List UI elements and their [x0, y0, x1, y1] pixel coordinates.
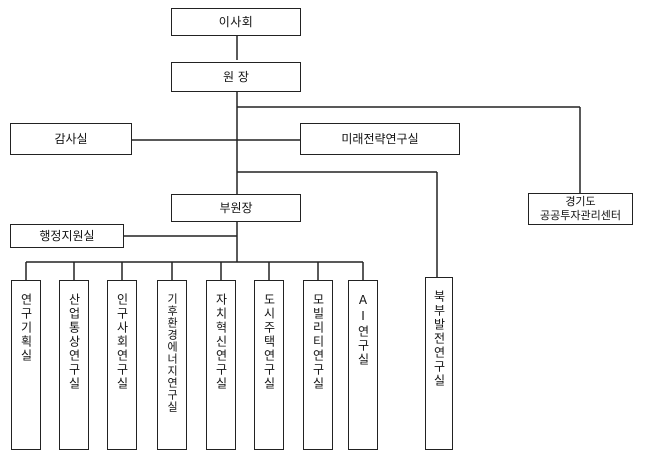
- lab-box-planning: 연구기획실: [11, 280, 41, 450]
- admin-label: 행정지원실: [39, 228, 95, 243]
- lab-label: 모빌리티연구실: [311, 293, 325, 391]
- lab-box-industry: 산업통상연구실: [59, 280, 89, 450]
- future-label: 미래전략연구실: [341, 131, 419, 146]
- lab-box-north: 북부발전연구실: [425, 277, 453, 450]
- lab-label: 인구사회연구실: [115, 293, 129, 391]
- north-label: 북부발전연구실: [432, 290, 446, 388]
- lab-label: 연구기획실: [19, 293, 33, 363]
- center-label-line1: 경기도: [565, 195, 596, 209]
- center-box: 경기도 공공투자관리센터: [528, 193, 633, 225]
- future-box: 미래전략연구실: [300, 123, 460, 155]
- president-label: 원 장: [223, 69, 249, 84]
- vp-box: 부원장: [171, 194, 301, 222]
- lab-label: 자치혁신연구실: [214, 293, 228, 391]
- lab-box-ai: AI연구실: [348, 280, 378, 450]
- lab-label: 기후환경에너지연구실: [165, 293, 179, 413]
- board-box: 이사회: [171, 8, 301, 36]
- center-label-line2: 공공투자관리센터: [540, 209, 621, 222]
- lab-box-mobility: 모빌리티연구실: [303, 280, 333, 450]
- vp-label: 부원장: [219, 200, 253, 215]
- audit-label: 감사실: [54, 131, 88, 146]
- lab-label: 도시주택연구실: [262, 293, 276, 391]
- president-box: 원 장: [171, 62, 301, 92]
- lab-box-population: 인구사회연구실: [107, 280, 137, 450]
- lab-label: AI연구실: [356, 293, 370, 367]
- admin-box: 행정지원실: [10, 224, 124, 248]
- lab-label: 산업통상연구실: [67, 293, 81, 391]
- board-label: 이사회: [218, 14, 254, 29]
- audit-box: 감사실: [10, 123, 132, 155]
- lab-box-climate: 기후환경에너지연구실: [157, 280, 187, 450]
- lab-box-urban: 도시주택연구실: [254, 280, 284, 450]
- lab-box-autonomy: 자치혁신연구실: [206, 280, 236, 450]
